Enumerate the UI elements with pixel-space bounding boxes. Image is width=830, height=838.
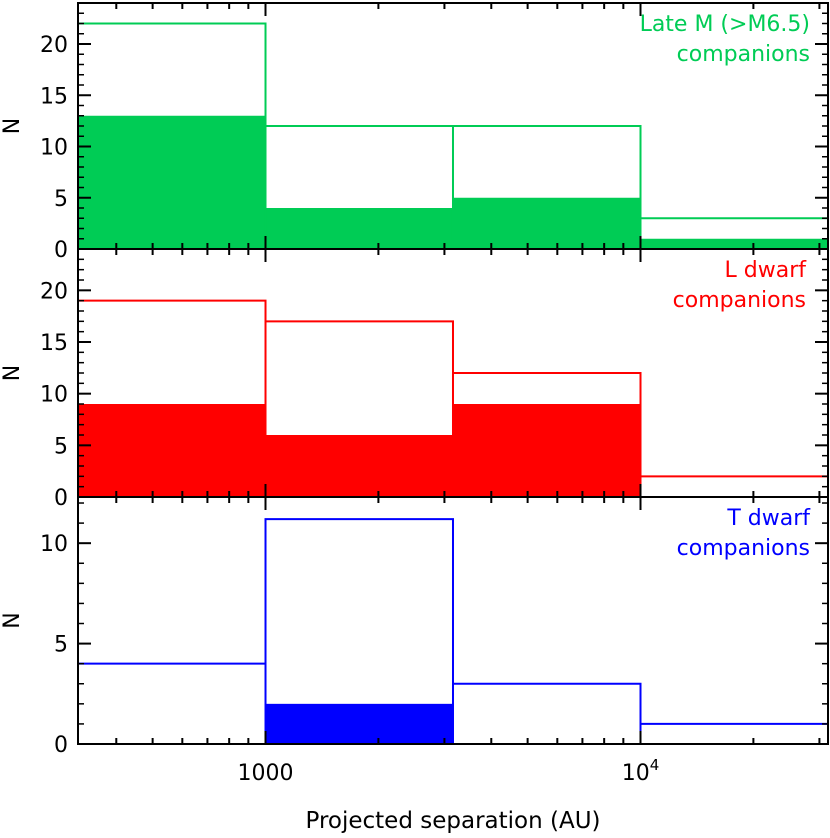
t-dwarf-panel-label: T dwarf companions bbox=[677, 506, 812, 561]
late-m-panel-label-line: Late M (>M6.5) bbox=[640, 12, 810, 37]
l-dwarf-panel-label: L dwarf companions bbox=[673, 258, 808, 313]
t-dwarf-ytick-label: 10 bbox=[40, 532, 68, 557]
l-dwarf-subset-bar-1 bbox=[78, 404, 266, 497]
xtick-label: 1000 bbox=[238, 761, 294, 786]
late-m-ytick-label: 5 bbox=[54, 187, 68, 212]
l-dwarf-ytick-label: 0 bbox=[54, 486, 68, 511]
t-dwarf-ytick-label: 0 bbox=[54, 733, 68, 758]
t-dwarf-total-outline bbox=[78, 518, 828, 744]
late-m-ytick-label: 20 bbox=[40, 33, 68, 58]
late-m-subset-bar-2 bbox=[265, 208, 453, 249]
late-m-panel-label-line: companions bbox=[677, 42, 810, 67]
t-dwarf-frame bbox=[77, 496, 829, 745]
t-dwarf-panel-label-line: T dwarf bbox=[726, 506, 811, 531]
l-dwarf-total-outline bbox=[78, 299, 828, 497]
t-dwarf-panel-label-line: companions bbox=[677, 536, 810, 561]
l-dwarf-ytick-label: 10 bbox=[40, 383, 68, 408]
t-dwarf-ytick-label: 5 bbox=[54, 633, 68, 658]
l-dwarf-y-axis-label: N bbox=[0, 365, 25, 381]
axes-layer bbox=[77, 2, 829, 745]
fill-layer bbox=[78, 115, 828, 744]
late-m-subset-bar-4 bbox=[640, 238, 828, 249]
t-dwarf-y-axis-label: N bbox=[0, 612, 25, 628]
l-dwarf-panel-label-line: L dwarf bbox=[725, 258, 808, 283]
outline-layer bbox=[78, 22, 828, 744]
late-m-y-axis-label: N bbox=[0, 118, 25, 134]
l-dwarf-subset-bar-2 bbox=[265, 435, 453, 497]
late-m-total-outline bbox=[78, 22, 828, 249]
late-m-ytick-label: 10 bbox=[40, 136, 68, 161]
late-m-subset-bar-1 bbox=[78, 115, 266, 249]
t-dwarf-subset-bar-2 bbox=[265, 703, 453, 744]
xtick-label: 104 bbox=[622, 756, 660, 786]
l-dwarf-ytick-label: 20 bbox=[40, 279, 68, 304]
l-dwarf-subset-bar-3 bbox=[452, 404, 641, 497]
xtick-label-exponent: 4 bbox=[650, 756, 660, 774]
l-dwarf-panel-label-line: companions bbox=[673, 288, 806, 313]
late-m-panel-label: Late M (>M6.5) companions bbox=[640, 12, 810, 67]
x-axis-label: Projected separation (AU) bbox=[305, 808, 600, 834]
late-m-ytick-label: 0 bbox=[54, 238, 68, 263]
late-m-ytick-label: 15 bbox=[40, 84, 68, 109]
late-m-subset-bar-3 bbox=[452, 197, 641, 249]
l-dwarf-ytick-label: 5 bbox=[54, 434, 68, 459]
l-dwarf-ytick-label: 15 bbox=[40, 331, 68, 356]
